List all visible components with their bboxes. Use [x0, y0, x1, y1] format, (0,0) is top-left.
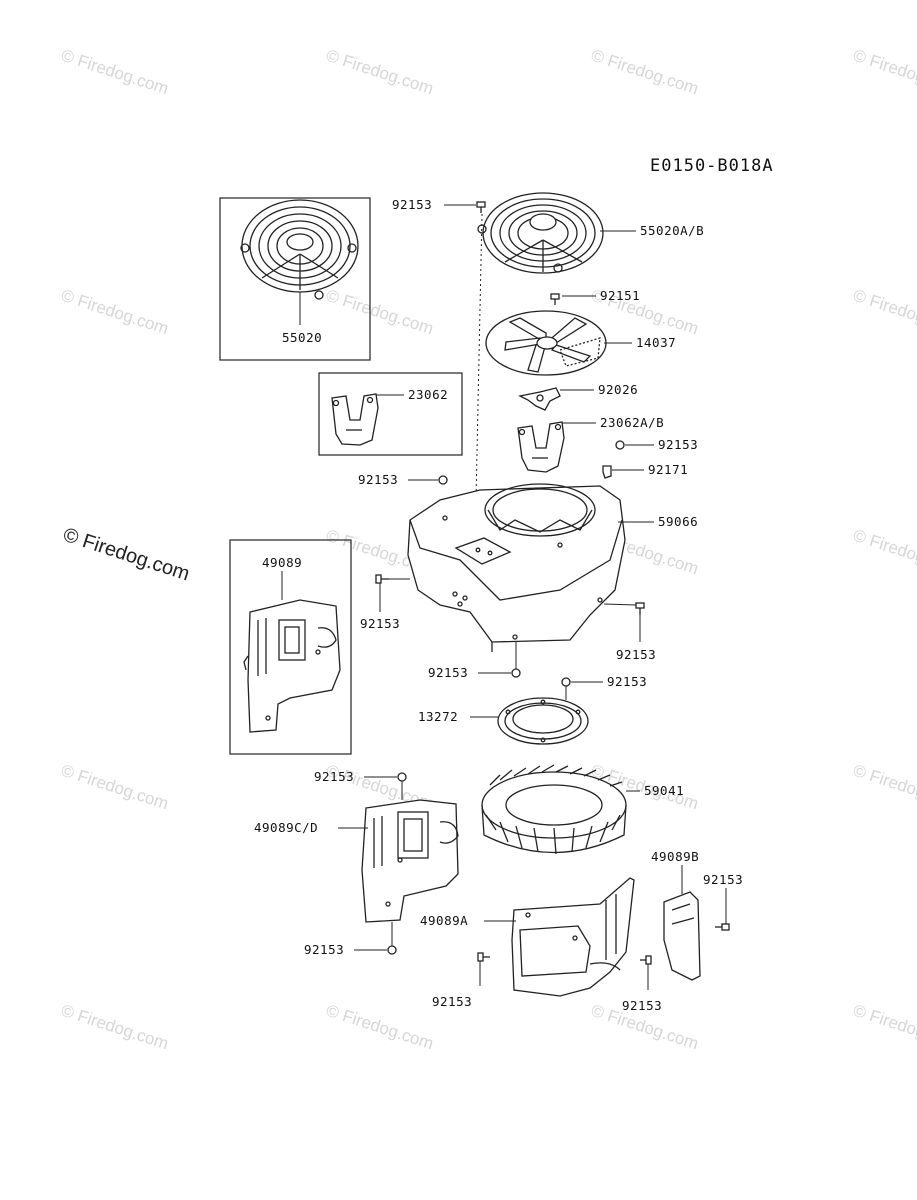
- watermark: © Firedog.com: [324, 286, 436, 339]
- screw-icon: [550, 293, 560, 305]
- inset-box-bracket: [318, 372, 463, 456]
- cover-cd-part: [361, 799, 459, 923]
- label-bolt-cover-a-left: 92153: [432, 994, 472, 1009]
- gasket-part: [497, 697, 589, 745]
- bolt-icon: [476, 201, 486, 213]
- bracket-main-part: [517, 421, 565, 473]
- label-plate: 92026: [598, 382, 638, 397]
- label-fan: 14037: [636, 335, 676, 350]
- cover-b-part: [663, 891, 701, 981]
- label-clip: 92171: [648, 462, 688, 477]
- label-flywheel-fan: 59041: [644, 783, 684, 798]
- inset-box-screen: [219, 197, 371, 361]
- label-cover-b: 49089B: [651, 849, 699, 864]
- watermark: © Firedog.com: [59, 1001, 171, 1054]
- watermark: © Firedog.com: [324, 1001, 436, 1054]
- diagram-code: E0150-B018A: [650, 156, 774, 176]
- label-bolt-left-a: 92153: [358, 472, 398, 487]
- bolt-icon: [375, 574, 389, 584]
- watermark: © Firedog.com: [851, 761, 917, 814]
- bracket-boxed-part: [331, 393, 379, 446]
- label-housing: 59066: [658, 514, 698, 529]
- label-bolt-right-a: 92153: [658, 437, 698, 452]
- label-bolt-gasket: 92153: [607, 674, 647, 689]
- label-bolt-cover-cd-bottom: 92153: [304, 942, 344, 957]
- label-screen-boxed: 55020: [282, 330, 322, 345]
- housing-part: [407, 483, 626, 652]
- cover-a-part: [511, 877, 635, 997]
- label-cover-a: 49089A: [420, 913, 468, 928]
- label-bolt-cover-a-right: 92153: [622, 998, 662, 1013]
- plate-part: [518, 387, 561, 411]
- watermark: © Firedog.com: [851, 46, 917, 99]
- label-bolt-top: 92153: [392, 197, 432, 212]
- cover-boxed-part: [243, 599, 341, 733]
- clip-part: [602, 465, 612, 479]
- watermark: © Firedog.com: [59, 761, 171, 814]
- label-screen-main: 55020A/B: [640, 223, 704, 238]
- label-bolt-cover-cd-top: 92153: [314, 769, 354, 784]
- label-bracket-boxed: 23062: [408, 387, 448, 402]
- flywheel-fan-part: [481, 764, 627, 855]
- watermark: © Firedog.com: [59, 286, 171, 339]
- bolt-icon: [477, 952, 490, 962]
- bolt-icon: [397, 772, 407, 782]
- alignment-line: [475, 213, 483, 501]
- watermark: © Firedog.com: [851, 286, 917, 339]
- label-bolt-right-b: 92153: [616, 647, 656, 662]
- bolt-icon: [615, 440, 625, 450]
- label-cover-boxed: 49089: [262, 555, 302, 570]
- watermark-main: © Firedog.com: [60, 524, 192, 586]
- screen-boxed-part: [240, 199, 359, 300]
- bolt-icon: [561, 677, 571, 687]
- label-gasket: 13272: [418, 709, 458, 724]
- watermark: © Firedog.com: [59, 46, 171, 99]
- bolt-icon: [635, 602, 645, 615]
- bolt-icon: [438, 475, 448, 485]
- watermark: © Firedog.com: [324, 46, 436, 99]
- bolt-icon: [387, 945, 397, 955]
- label-screw-fan: 92151: [600, 288, 640, 303]
- bolt-icon: [715, 923, 730, 931]
- inset-box-cover: [229, 539, 352, 755]
- bolt-icon: [511, 668, 521, 678]
- watermark: © Firedog.com: [851, 526, 917, 579]
- watermark: © Firedog.com: [851, 1001, 917, 1054]
- label-bolt-left-b: 92153: [360, 616, 400, 631]
- label-bolt-bottom: 92153: [428, 665, 468, 680]
- label-bolt-cover-b: 92153: [703, 872, 743, 887]
- screen-main-part: [477, 192, 604, 274]
- bolt-icon: [640, 955, 652, 965]
- watermark: © Firedog.com: [589, 46, 701, 99]
- label-cover-cd: 49089C/D: [254, 820, 318, 835]
- label-bracket-main: 23062A/B: [600, 415, 664, 430]
- fan-part: [485, 310, 607, 376]
